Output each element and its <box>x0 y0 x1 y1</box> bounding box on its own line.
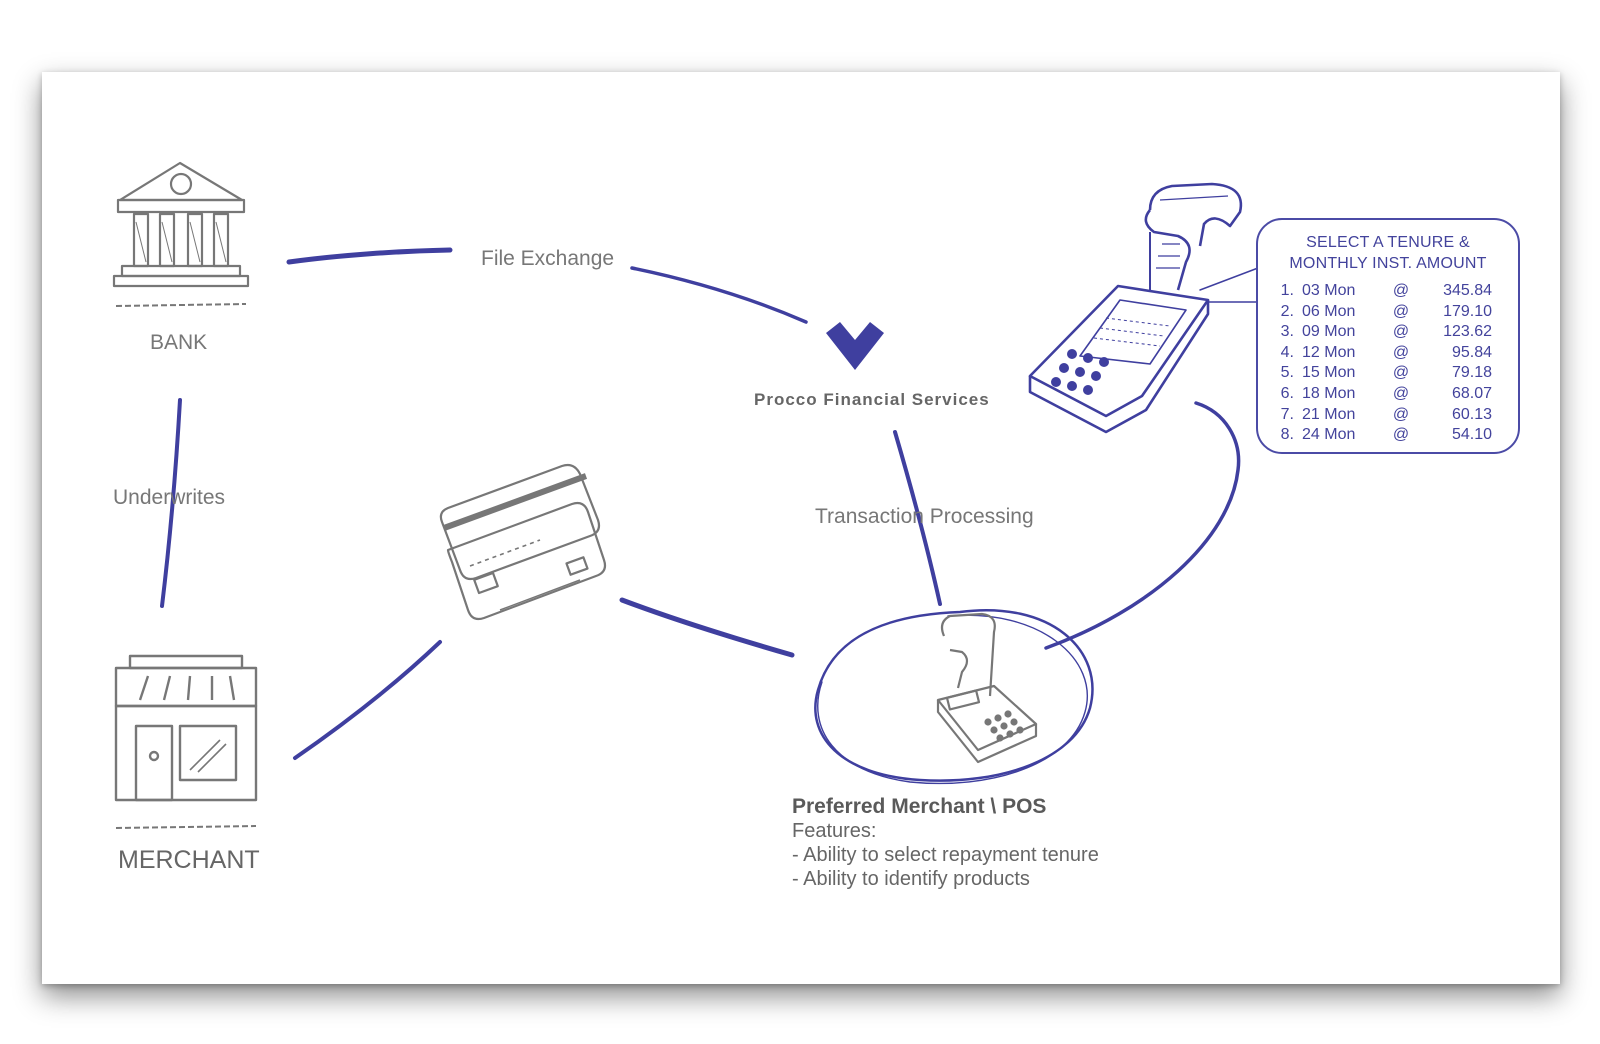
processor-label: Procco Financial Services <box>754 390 990 409</box>
pos-description: Preferred Merchant \ POS Features: - Abi… <box>792 795 1099 891</box>
file-exchange-label: File Exchange <box>481 247 615 270</box>
tenure-row: 4.12 Mon@95.84 <box>1280 343 1492 361</box>
tenure-row: 7.21 Mon@60.13 <box>1280 405 1492 423</box>
tenure-row: 8.24 Mon@54.10 <box>1280 426 1492 444</box>
tenure-callout: SELECT A TENURE & MONTHLY INST. AMOUNT 1… <box>1256 218 1520 454</box>
merchant-label: MERCHANT <box>118 846 260 874</box>
tenure-heading-line2: MONTHLY INST. AMOUNT <box>1289 255 1487 272</box>
tenure-row: 3.09 Mon@123.62 <box>1280 323 1492 341</box>
tenure-row: 2.06 Mon@179.10 <box>1280 302 1492 320</box>
connector-card-pos <box>619 597 795 658</box>
tenure-heading-line1: SELECT A TENURE & <box>1306 234 1470 251</box>
tenure-list: 1.03 Mon@345.84 2.06 Mon@179.10 3.09 Mon… <box>1258 281 1518 446</box>
receipt-terminal-icon <box>1028 182 1243 434</box>
storefront-icon <box>114 654 258 829</box>
connector-file-exchange-procco <box>630 266 808 324</box>
tenure-row: 5.15 Mon@79.18 <box>1280 364 1492 382</box>
connector-bank-merchant <box>160 398 182 608</box>
pos-circle <box>814 609 1094 782</box>
connector-procco-pos <box>893 430 942 606</box>
connector-bank-file-exchange <box>286 247 453 265</box>
bank-icon <box>112 161 250 307</box>
pos-feature-1: - Ability to select repayment tenure <box>792 844 1099 866</box>
connector-pos-terminal <box>1044 401 1241 650</box>
credit-card-icon <box>439 463 607 621</box>
transaction-processing-label: Transaction Processing <box>815 505 1034 528</box>
procco-logo-icon <box>826 322 884 370</box>
underwrites-label: Underwrites <box>113 486 226 509</box>
pos-features-label: Features: <box>792 820 877 842</box>
pos-feature-2: - Ability to identify products <box>792 868 1030 890</box>
bank-label: BANK <box>150 331 208 354</box>
pos-title: Preferred Merchant \ POS <box>792 795 1047 818</box>
tenure-row: 6.18 Mon@68.07 <box>1280 384 1492 402</box>
tenure-row: 1.03 Mon@345.84 <box>1280 282 1492 299</box>
pos-terminal-icon <box>936 612 1038 764</box>
connector-merchant-card <box>293 640 442 760</box>
